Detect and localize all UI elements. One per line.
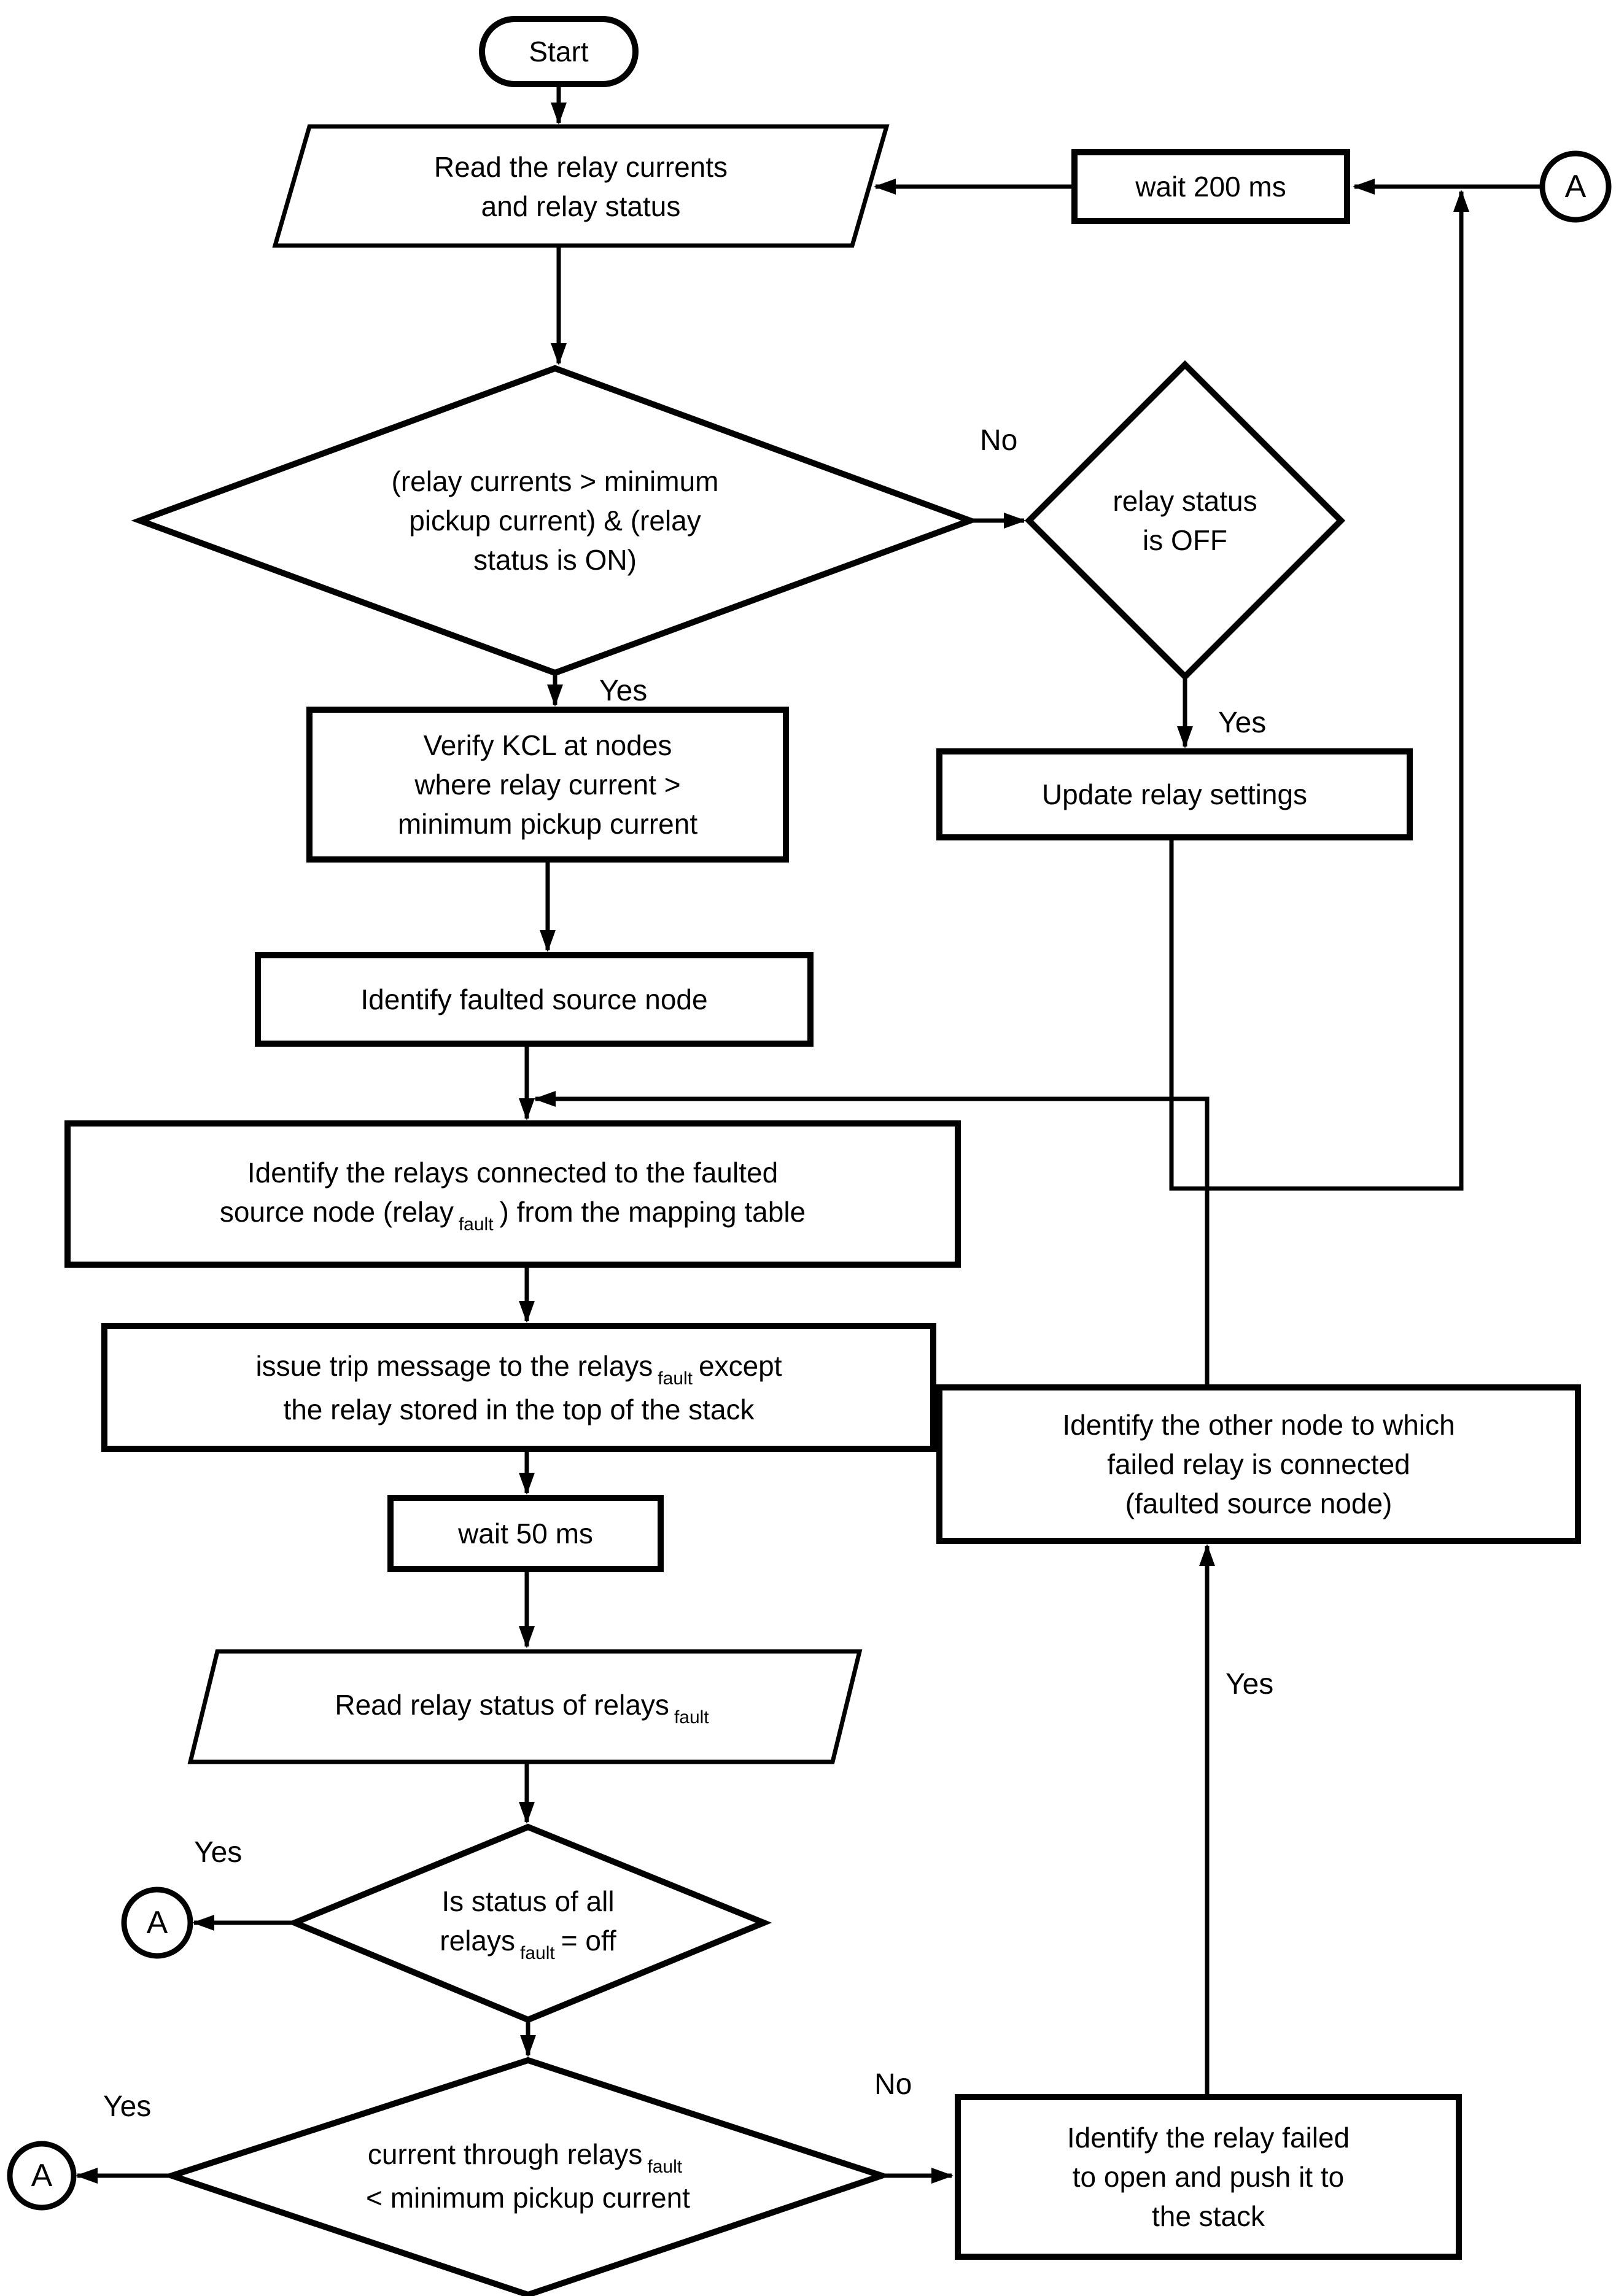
main-decision-diamond-shape xyxy=(131,365,979,677)
identify-failed-box-shape xyxy=(955,2094,1462,2260)
wait-50ms-node: wait 50 ms xyxy=(458,1518,593,1549)
edge-label-yes-push-loop: Yes xyxy=(1226,1668,1274,1701)
identify-failed-node: Identify the relay failed to open and pu… xyxy=(1066,2122,1350,2232)
start-node: Start xyxy=(479,16,639,87)
all-off-diamond-shape xyxy=(286,1823,772,2023)
identify-faulted-node: Identify faulted source node xyxy=(360,983,708,1015)
issue-trip-node: issue trip message to the relays fault e… xyxy=(255,1349,782,1425)
connector-a-bottom: A xyxy=(31,2158,53,2193)
connector-a-left-shape xyxy=(121,1887,193,1959)
identify-faulted-box-shape xyxy=(255,952,814,1047)
current-decision-node: current through relays fault < minimum p… xyxy=(366,2138,690,2214)
wait-50ms-box-shape xyxy=(387,1495,664,1572)
read-status-node: Read relay status of relays fault xyxy=(335,1688,709,1728)
start-terminator-shape xyxy=(479,16,639,87)
start-label: Start xyxy=(529,36,589,68)
verify-kcl-node: Verify KCL at nodes where relay current … xyxy=(397,729,698,840)
identify-other-box-shape xyxy=(936,1384,1581,1544)
connector-a-top-shape xyxy=(1539,150,1612,223)
arrow-other-node-feedback xyxy=(534,1091,1210,1387)
edge-label-no-main: No xyxy=(980,424,1018,457)
arrow-update-feedback-loop xyxy=(1169,190,1469,1191)
identify-other-node: Identify the other node to which failed … xyxy=(1062,1409,1455,1519)
wait-200ms-node: wait 200 ms xyxy=(1135,171,1286,203)
connector-a-top: A xyxy=(1564,169,1587,204)
connector-a-left: A xyxy=(146,1905,168,1941)
issue-trip-box-shape xyxy=(101,1323,936,1452)
connector-a-bottom-shape xyxy=(7,2141,77,2211)
edge-label-yes-relay-off: Yes xyxy=(1218,707,1267,739)
main-decision-node: (relay currents > minimum pickup current… xyxy=(391,465,719,576)
verify-kcl-box-shape xyxy=(306,707,789,863)
update-settings-box-shape xyxy=(936,748,1413,840)
edge-label-yes-current: Yes xyxy=(103,2090,152,2123)
relay-off-diamond-shape xyxy=(1024,360,1346,681)
read-currents-node: Read the relay currents and relay status xyxy=(433,151,728,222)
relay-off-decision-node: relay status is OFF xyxy=(1113,485,1257,556)
read-currents-io-shape xyxy=(272,124,890,248)
all-off-decision-node: Is status of all relays fault = off xyxy=(440,1885,616,1963)
wait-200ms-box-shape xyxy=(1071,149,1350,224)
identify-relays-box-shape xyxy=(64,1120,961,1268)
edge-label-yes-main: Yes xyxy=(599,675,648,707)
identify-relays-node: Identify the relays connected to the fau… xyxy=(219,1156,806,1235)
read-status-io-shape xyxy=(187,1649,863,1764)
edge-label-no-current: No xyxy=(874,2068,912,2101)
edge-label-yes-all-off: Yes xyxy=(194,1836,243,1869)
update-settings-node: Update relay settings xyxy=(1041,778,1308,810)
current-diamond-shape xyxy=(162,2057,892,2296)
